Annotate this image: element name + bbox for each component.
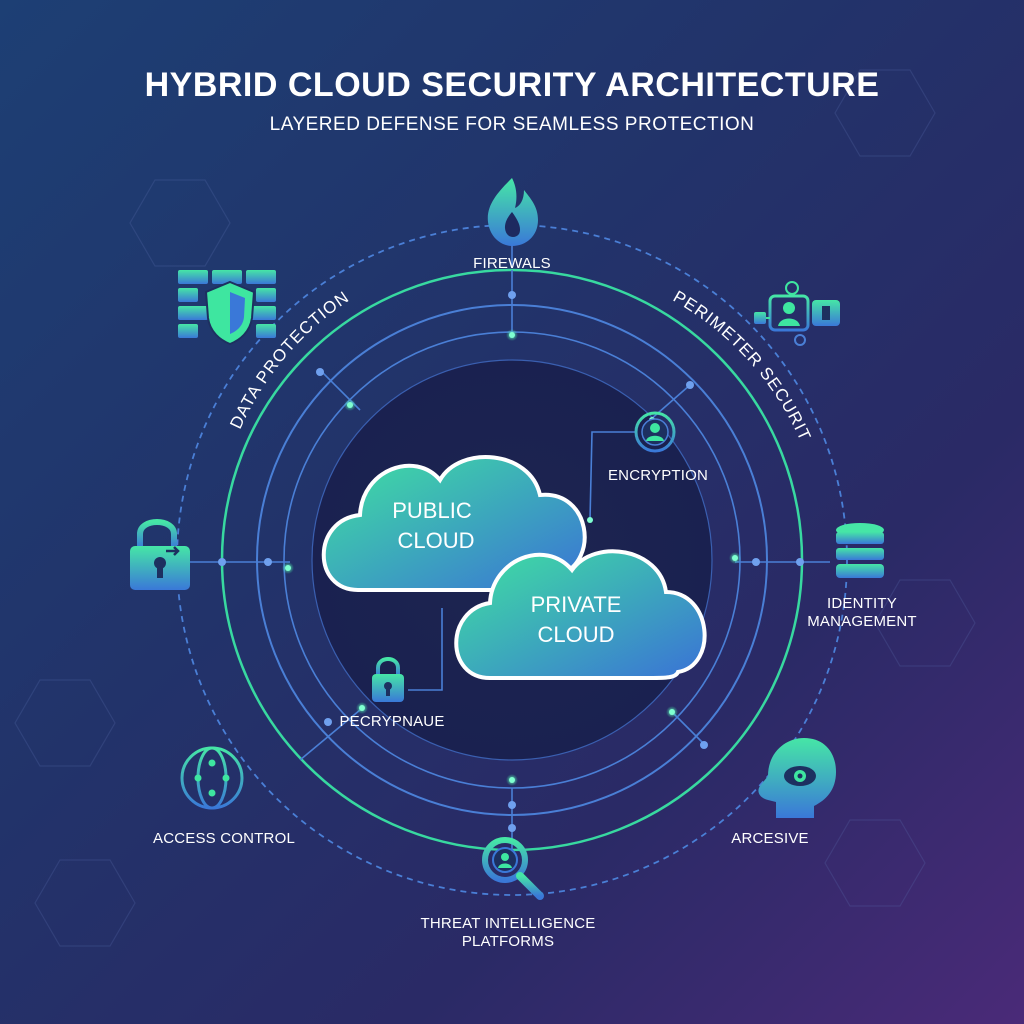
magnifier-icon xyxy=(482,837,544,900)
small-padlock-icon xyxy=(372,657,404,702)
arcesive-node: ARCESIVE xyxy=(731,738,836,847)
encryption-label: ENCRYPTION xyxy=(608,467,708,484)
identity-label-2: MANAGEMENT xyxy=(807,613,917,630)
identity-management-node: IDENTITY MANAGEMENT xyxy=(807,523,917,630)
arcesive-label: ARCESIVE xyxy=(731,830,808,847)
page-title: HYBRID CLOUD SECURITY ARCHITECTURE xyxy=(145,66,880,104)
public-cloud-label-2: CLOUD xyxy=(397,528,474,553)
network-people-icon xyxy=(754,281,840,346)
pecrypnaue-node: PECRYPNAUE xyxy=(339,657,444,730)
private-cloud-label-2: CLOUD xyxy=(537,622,614,647)
threat-label-2: PLATFORMS xyxy=(462,933,554,950)
private-cloud-label-1: PRIVATE xyxy=(531,592,622,617)
padlock-icon xyxy=(130,519,190,590)
private-cloud: PRIVATE CLOUD xyxy=(454,549,707,680)
identity-label-1: IDENTITY xyxy=(827,595,897,612)
connector-dots xyxy=(218,291,804,832)
threat-intelligence-node: THREAT INTELLIGENCE PLATFORMS xyxy=(421,837,596,950)
public-cloud-label-1: PUBLIC xyxy=(392,498,472,523)
brick-shield-icon xyxy=(178,270,276,346)
encryption-node: ENCRYPTION xyxy=(608,411,708,484)
access-control-label: ACCESS CONTROL xyxy=(153,830,295,847)
eye-head-icon xyxy=(758,738,836,818)
pecrypnaue-label: PECRYPNAUE xyxy=(339,713,444,730)
threat-label-1: THREAT INTELLIGENCE xyxy=(421,915,596,932)
firewalls-label: FIREWALS xyxy=(473,255,551,272)
hexagon-background xyxy=(14,69,976,947)
firewalls-node: FIREWALS xyxy=(473,178,551,272)
access-control-node: ACCESS CONTROL xyxy=(153,746,295,847)
globe-network-icon xyxy=(180,746,244,810)
user-badge-icon xyxy=(634,411,676,453)
fire-icon xyxy=(487,178,538,246)
database-icon xyxy=(836,523,884,578)
page-subtitle: LAYERED DEFENSE FOR SEAMLESS PROTECTION xyxy=(270,114,755,135)
